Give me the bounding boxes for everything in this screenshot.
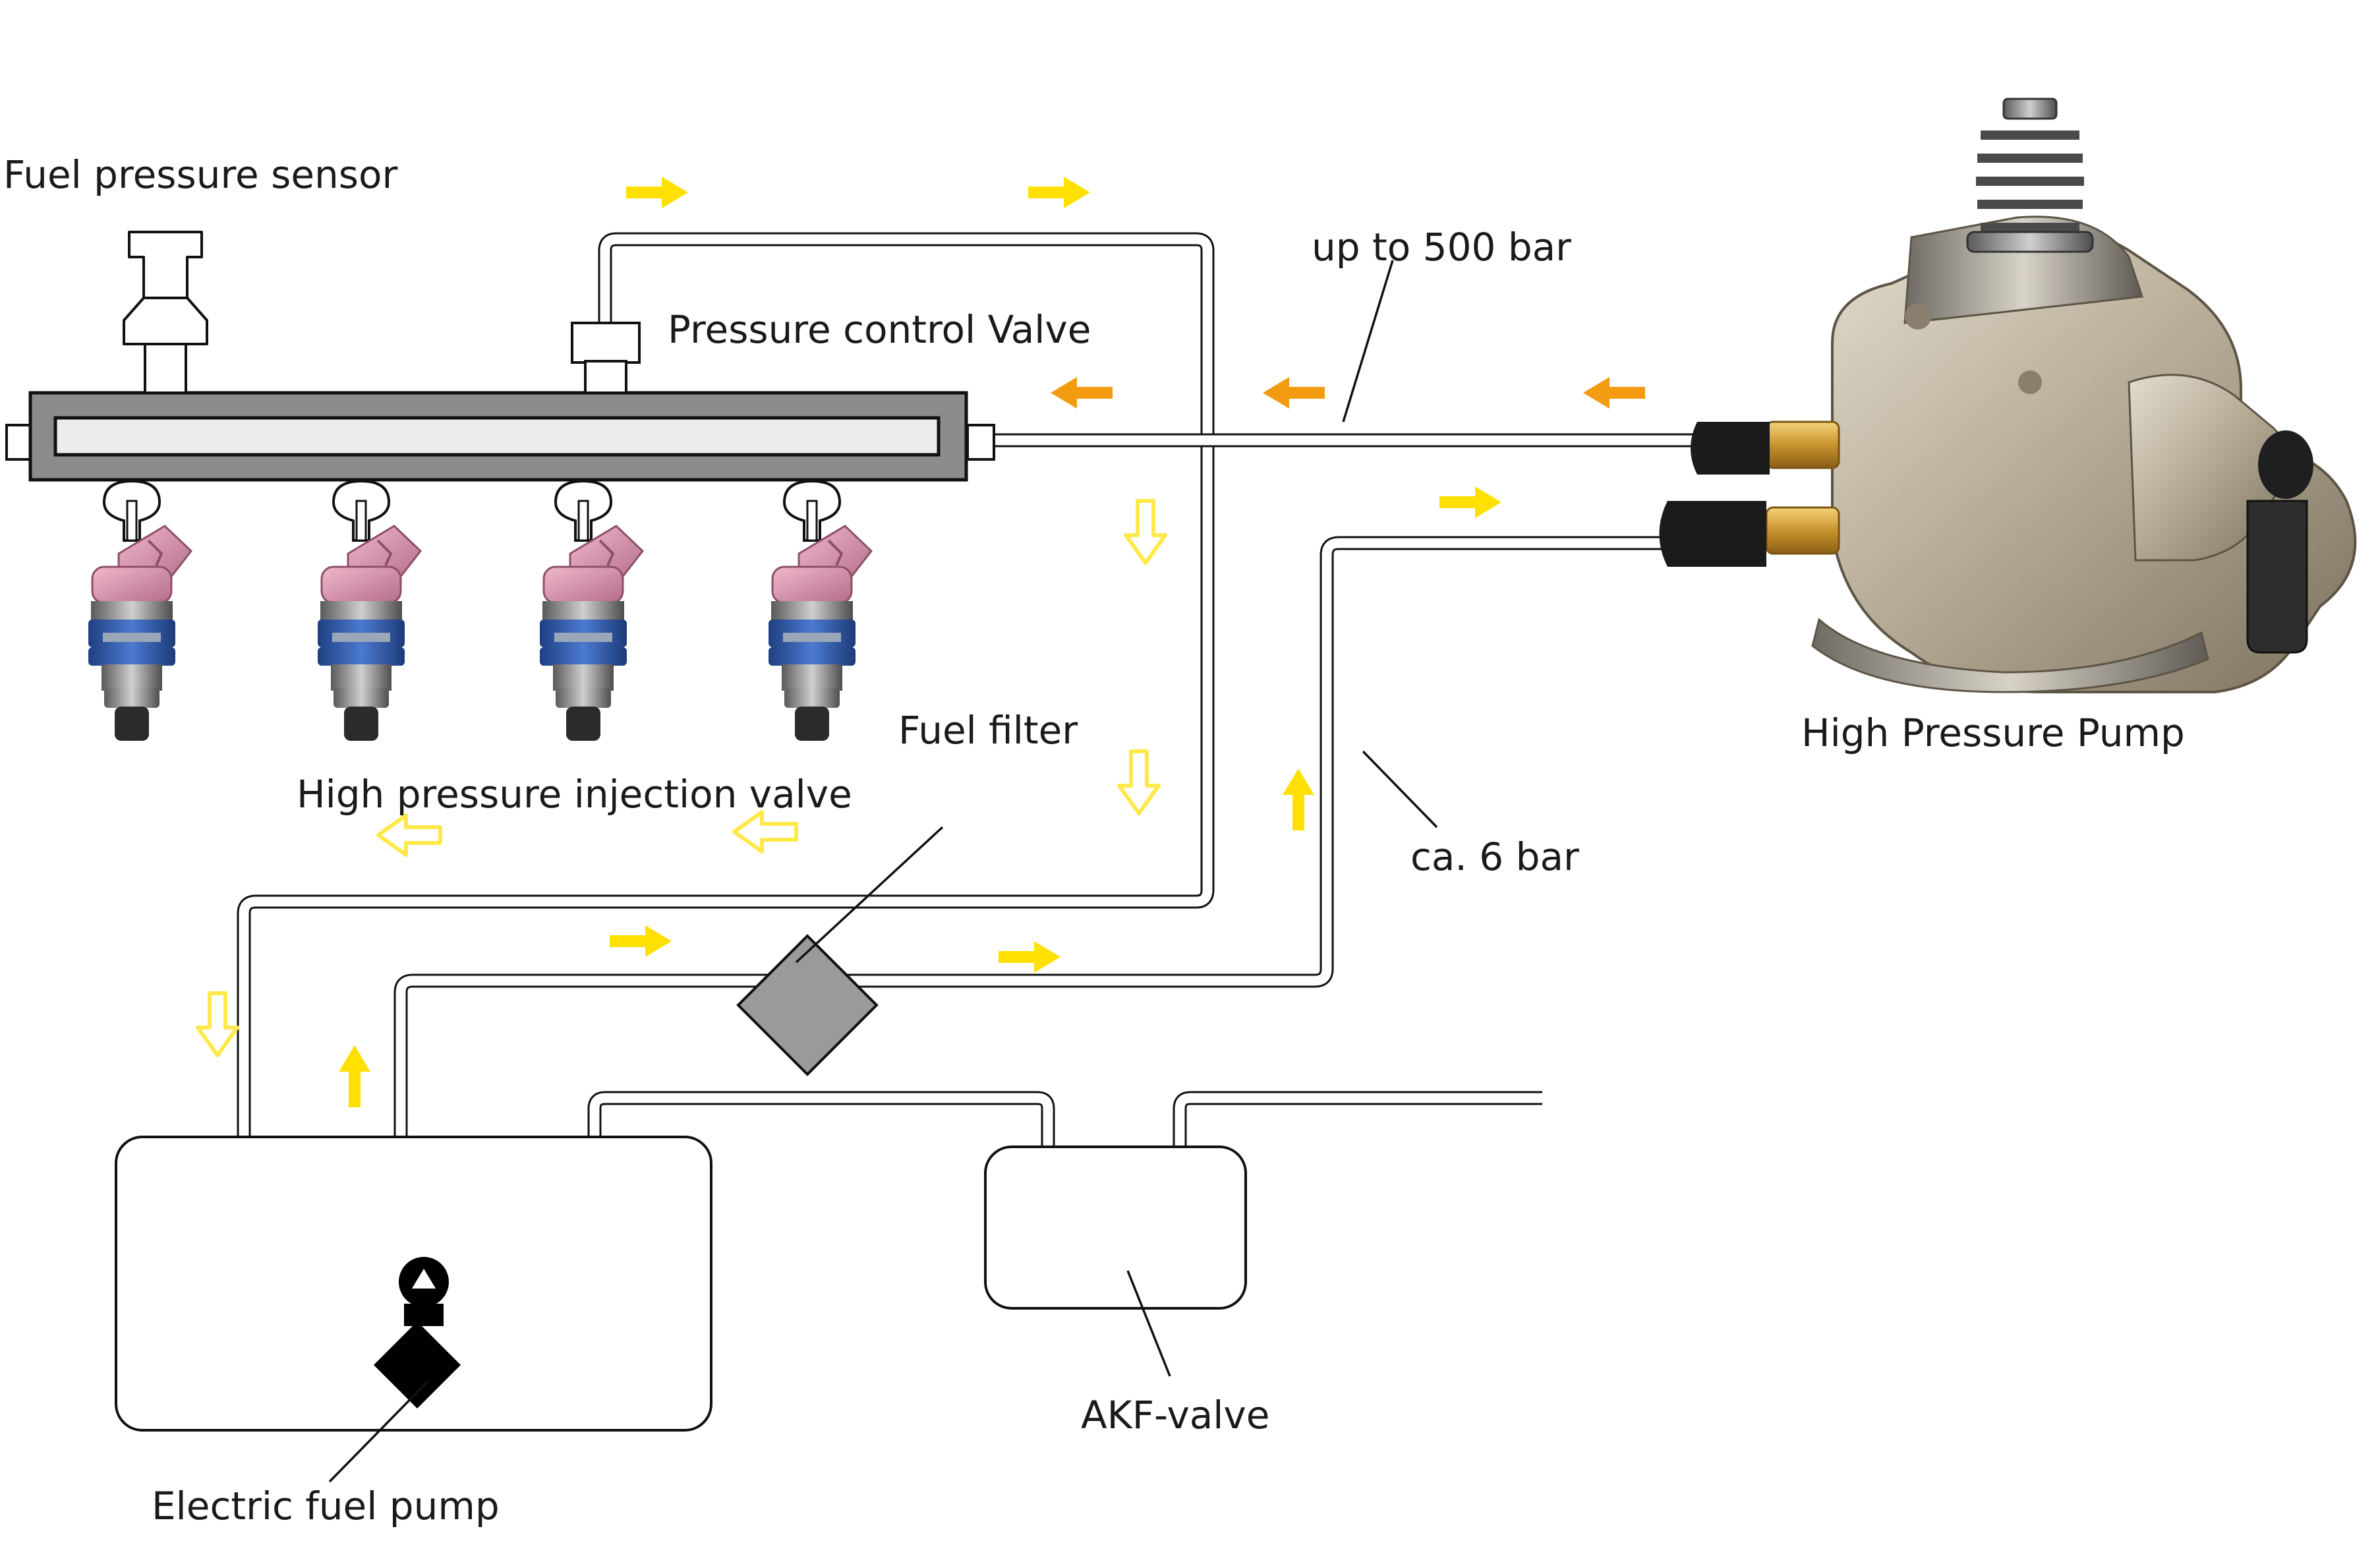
label-ca-6-bar: ca. 6 bar [1410, 834, 1579, 879]
injector-1 [87, 480, 192, 742]
label-high-pressure-pump: High Pressure Pump [1801, 710, 2185, 755]
high-pressure-pump [1659, 98, 2357, 693]
flow-arrow-left-outline-icon [378, 815, 440, 855]
label-electric-fuel-pump: Electric fuel pump [152, 1484, 500, 1528]
leader-lines [328, 260, 1438, 1483]
pressure-control-valve [571, 322, 641, 394]
flow-arrow-right-icon [610, 925, 672, 957]
label-pressure-control-valve: Pressure control Valve [668, 307, 1091, 352]
flow-arrow-left-icon [1583, 377, 1645, 409]
flow-arrow-right-icon [1439, 486, 1501, 518]
injector-2 [316, 480, 422, 742]
fuel-rail [5, 391, 995, 482]
labels: Fuel pressure sensor Pressure control Va… [3, 152, 2185, 1528]
flow-arrow-right-icon [999, 941, 1060, 973]
label-high-pressure-injection-valve: High pressure injection valve [297, 772, 852, 817]
fuel-filter [736, 934, 879, 1076]
flow-arrow-right-icon [626, 177, 688, 208]
flow-arrow-up-icon [339, 1045, 370, 1107]
fuel-lines [237, 232, 1707, 1147]
flow-arrow-down-outline-icon [198, 993, 237, 1055]
flow-arrow-up-icon [1283, 768, 1314, 830]
injector-4 [767, 480, 873, 742]
spring-icon [1976, 130, 2084, 232]
flow-arrow-down-outline-icon [1126, 501, 1165, 563]
electrical-connector-icon [2246, 500, 2308, 654]
flow-arrow-left-icon [1263, 377, 1325, 409]
label-fuel-filter: Fuel filter [898, 708, 1078, 753]
akf-valve [984, 1146, 1247, 1310]
injector-group [87, 480, 873, 742]
label-akf-valve: AKF-valve [1081, 1393, 1269, 1437]
label-fuel-pressure-sensor: Fuel pressure sensor [3, 152, 398, 197]
label-up-to-500-bar: up to 500 bar [1312, 225, 1571, 270]
flow-arrow-left-icon [1051, 377, 1113, 409]
flow-arrow-down-outline-icon [1119, 751, 1159, 813]
flow-arrow-right-icon [1028, 177, 1090, 208]
fuel-pressure-sensor [123, 231, 208, 394]
flow-arrow-left-outline-icon [734, 812, 796, 852]
injector-3 [538, 480, 644, 742]
fuel-pump-symbol-icon [374, 1257, 461, 1408]
